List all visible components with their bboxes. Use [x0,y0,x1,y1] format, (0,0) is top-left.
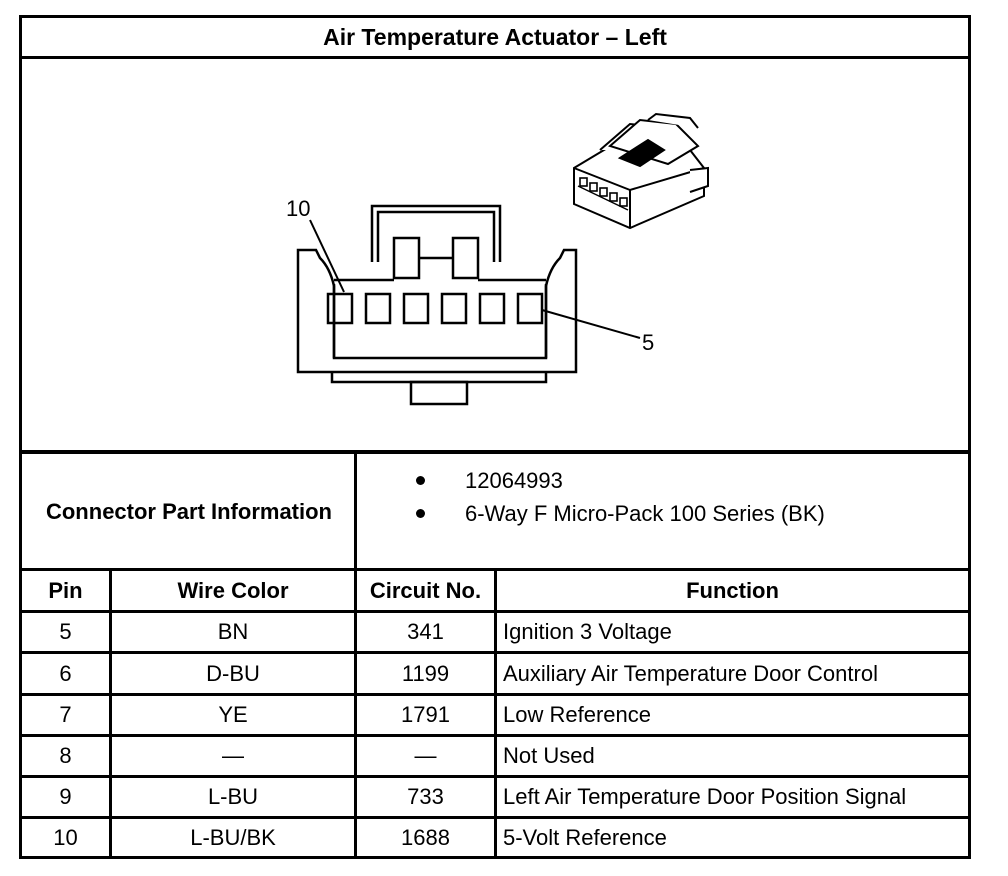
rule-col-wire [354,610,357,859]
table-cell-circuit: 341 [407,619,444,644]
table-cell-function: Low Reference [503,702,651,727]
table-cell-pin: 6 [59,660,72,686]
rule-diagram [19,450,971,454]
table-cell-function: Left Air Temperature Door Position Signa… [503,784,907,809]
callout-pin-5: 5 [642,330,654,355]
table-cell-circuit: 1199 [401,660,450,686]
connector-diagram: 10 5 [286,112,709,406]
table-cell-circuit: 1688 [401,824,450,850]
table-cell-function: Auxiliary Air Temperature Door Control [503,660,878,686]
table-cell-function: Not Used [503,743,595,768]
table-cell-pin: 9 [59,784,72,809]
table-cell-pin: 8 [59,743,72,768]
table-cell-wire-color: L-BU [207,784,259,809]
connector-isometric-view [573,112,709,230]
header-pin: Pin [48,577,83,603]
table-cell-function: Ignition 3 Voltage [503,619,672,644]
table-cell-circuit: 733 [407,784,444,809]
table-cell-circuit: 1791 [401,702,450,727]
table-cell-wire-color: YE [218,702,248,727]
table-cell-circuit: — [414,743,437,768]
table-cell-pin: 10 [53,824,78,850]
table-cell-wire-color: BN [217,619,249,644]
rule-title [19,56,971,59]
table-cell-function: 5-Volt Reference [503,824,667,850]
connector-part-number-text: 12064993 [465,468,563,493]
rule-info-divider [354,452,357,612]
table-cell-wire-color: L-BU/BK [190,824,276,850]
table-cell-wire-color: D-BU [206,660,260,686]
connector-info-list: 12064993 6-Way F Micro-Pack 100 Series (… [408,464,825,530]
rule-col-pin [109,570,112,859]
connector-description-text: 6-Way F Micro-Pack 100 Series (BK) [465,501,825,526]
bullet-icon [416,509,425,518]
rule-col-circuit [494,570,497,859]
connector-face-view [296,204,641,406]
header-circuit-no: Circuit No. [369,577,482,603]
callout-pin-10: 10 [286,196,310,221]
bullet-icon [416,476,425,485]
rule-connector-info [19,568,971,571]
connector-description: 6-Way F Micro-Pack 100 Series (BK) [408,497,825,530]
connector-info-label: Connector Part Information [45,498,332,524]
table-cell-pin: 7 [59,702,72,727]
header-function: Function [686,577,779,603]
page-title: Air Temperature Actuator – Left [323,23,667,50]
connector-part-number: 12064993 [408,464,825,497]
table-cell-pin: 5 [59,619,72,644]
table-cell-wire-color: — [222,743,244,768]
header-wire-color: Wire Color [177,577,289,603]
